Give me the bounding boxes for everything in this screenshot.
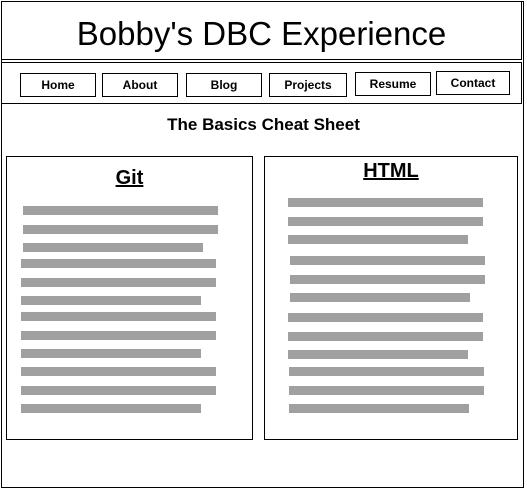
text-placeholder-line: [288, 332, 483, 341]
site-header: Bobby's DBC Experience: [1, 1, 522, 60]
text-placeholder-line: [288, 235, 468, 244]
text-placeholder-line: [290, 293, 470, 302]
git-card-title: Git: [115, 167, 144, 189]
text-placeholder-line: [288, 217, 483, 226]
text-placeholder-line: [21, 404, 201, 413]
text-placeholder-line: [289, 404, 469, 413]
git-card: Git: [6, 156, 253, 440]
text-placeholder-line: [289, 367, 484, 376]
site-title: Bobby's DBC Experience: [76, 15, 447, 52]
nav-blog-button[interactable]: Blog: [186, 73, 262, 97]
text-placeholder-line: [290, 256, 485, 265]
text-placeholder-line: [21, 259, 216, 268]
nav-bar: Home About Blog Projects Resume Contact: [1, 62, 522, 104]
text-placeholder-line: [21, 331, 216, 340]
html-card-title: HTML: [363, 160, 419, 182]
text-placeholder-line: [21, 367, 216, 376]
text-placeholder-line: [288, 350, 468, 359]
text-placeholder-line: [289, 386, 484, 395]
text-placeholder-line: [21, 386, 216, 395]
text-placeholder-line: [288, 313, 483, 322]
text-placeholder-line: [290, 275, 485, 284]
text-placeholder-line: [23, 206, 218, 215]
page-subtitle: The Basics Cheat Sheet: [167, 115, 360, 134]
text-placeholder-line: [21, 296, 201, 305]
nav-home-button[interactable]: Home: [20, 73, 96, 97]
nav-resume-button[interactable]: Resume: [355, 72, 431, 96]
text-placeholder-line: [23, 243, 203, 252]
nav-about-button[interactable]: About: [102, 73, 178, 97]
text-placeholder-line: [21, 278, 216, 287]
text-placeholder-line: [21, 349, 201, 358]
html-card: HTML: [264, 156, 518, 440]
text-placeholder-line: [288, 198, 483, 207]
text-placeholder-line: [23, 225, 218, 234]
nav-projects-button[interactable]: Projects: [269, 73, 347, 97]
nav-contact-button[interactable]: Contact: [436, 71, 510, 95]
text-placeholder-line: [21, 312, 216, 321]
